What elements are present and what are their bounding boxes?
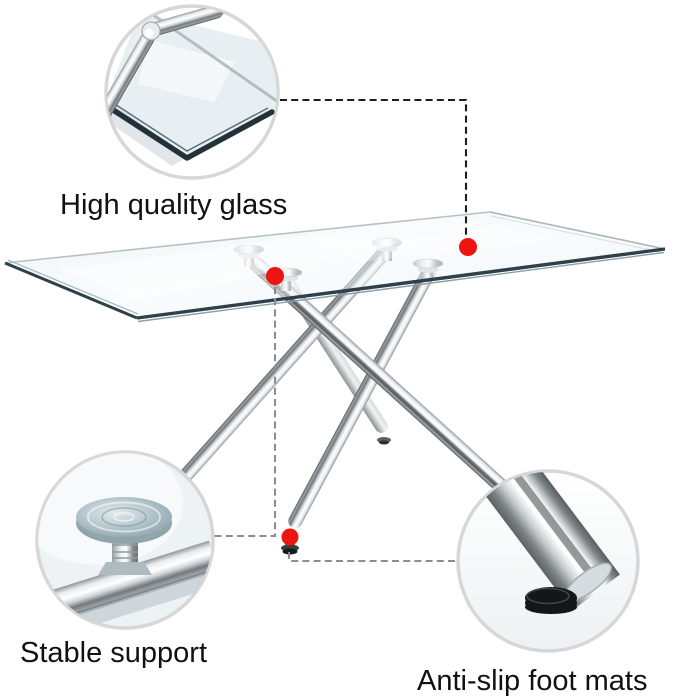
table-glass-top bbox=[4, 211, 666, 323]
antislip-detail-content bbox=[459, 472, 620, 614]
glass-detail-callout bbox=[104, 4, 280, 180]
leader-line-feet bbox=[287, 552, 458, 563]
anti-slip-pad bbox=[525, 587, 577, 614]
foot-pad-disc bbox=[76, 497, 172, 544]
table-foot-back bbox=[377, 437, 391, 445]
table-legs bbox=[175, 247, 514, 529]
glass-edges bbox=[4, 211, 666, 323]
antislip-detail-callout bbox=[456, 469, 640, 653]
marker-dot-glass bbox=[459, 238, 477, 256]
table-leg-right bbox=[249, 256, 514, 499]
glass-detail-content bbox=[107, 7, 277, 166]
table-leg-front bbox=[288, 265, 436, 529]
dining-table-illustration bbox=[4, 211, 666, 555]
leader-line-glass bbox=[280, 98, 468, 235]
label-stable-support: Stable support bbox=[20, 637, 207, 669]
marker-dot-feet bbox=[281, 528, 299, 546]
chrome-leg-closeup bbox=[459, 472, 620, 611]
label-anti-slip-foot-mats: Anti-slip foot mats bbox=[417, 665, 647, 696]
leader-lines bbox=[214, 98, 468, 563]
glass-detail-chrome-frame bbox=[107, 7, 224, 121]
glass-detail-dark-edge bbox=[107, 101, 275, 161]
label-high-quality-glass: High quality glass bbox=[60, 189, 287, 221]
marker-dot-support bbox=[266, 267, 284, 285]
glass-detail-edge-hairline bbox=[107, 98, 269, 152]
table-leg-left bbox=[175, 247, 391, 487]
feature-markers bbox=[266, 238, 477, 546]
leader-line-support bbox=[214, 287, 277, 538]
frame-joint-highlight bbox=[144, 28, 154, 38]
glass-reflections bbox=[60, 218, 560, 300]
threaded-post bbox=[98, 530, 152, 575]
